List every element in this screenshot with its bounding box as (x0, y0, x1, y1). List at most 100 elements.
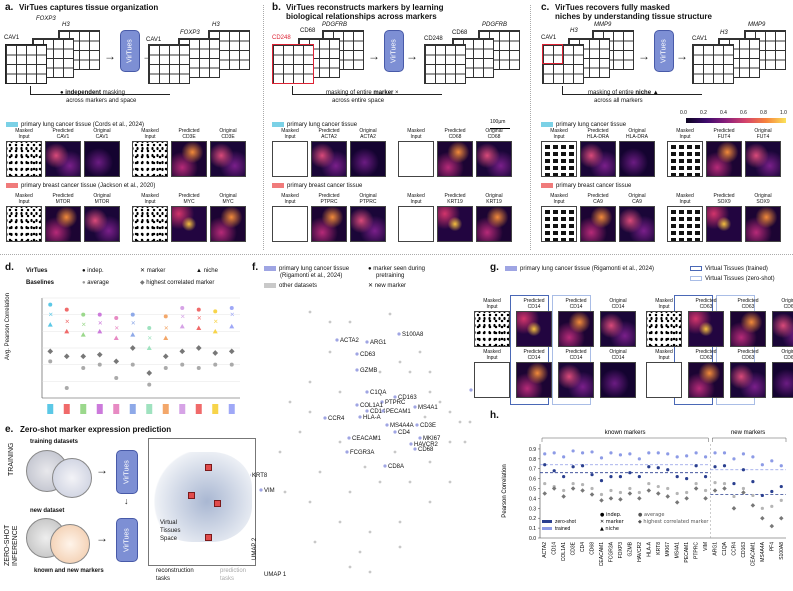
legend-row: Virtual Tissues (trained) (690, 266, 768, 273)
d-hcm-point (212, 350, 219, 356)
h-trained-point (637, 457, 641, 461)
original-image (600, 311, 636, 347)
umap-point (318, 470, 322, 474)
h-average-point (562, 488, 566, 493)
d-niche-point (196, 325, 202, 330)
umap-point (363, 465, 367, 469)
umap-marker-point (347, 436, 351, 440)
embedding-density (152, 452, 252, 542)
original-image (772, 362, 793, 398)
colorbar-tick: 0.0 (680, 110, 687, 116)
legend-swatch (272, 122, 284, 127)
umap-point (378, 480, 382, 484)
umap-marker-label: ARG1 (370, 340, 387, 346)
umap-point (308, 310, 312, 314)
h-hcm-point (674, 500, 680, 505)
umap-point (448, 480, 452, 484)
h-hcm-point (731, 506, 737, 511)
umap-point (338, 520, 342, 524)
predicted-image (171, 206, 207, 242)
masked-input-image (667, 141, 703, 177)
h-hcm-point (750, 503, 756, 508)
legend-row: primary lung cancer tissue (Rigamonti et… (505, 266, 654, 273)
predicted-image (730, 311, 766, 347)
masked-input-image (132, 206, 168, 242)
h-average-point (779, 498, 783, 502)
umap-marker-label: KRT8 (252, 473, 268, 479)
h-hcm-point (551, 486, 557, 491)
h-average-point (580, 482, 585, 487)
d-category-swatch (113, 404, 120, 414)
umap-marker-label: HLA-A (363, 415, 381, 421)
d-indep-point (130, 312, 135, 317)
predicted-image (311, 141, 347, 177)
umap-point (338, 390, 342, 394)
umap-marker-label: CCR4 (328, 416, 345, 422)
umap-marker-label: MKI67 (423, 436, 441, 442)
original-image (619, 206, 655, 242)
marker-label: H3 (62, 22, 70, 28)
h-trained-point (732, 457, 736, 461)
umap-point (308, 380, 312, 384)
h-trained-point (656, 451, 660, 455)
h-hcm-point (627, 491, 633, 496)
h-average-point (732, 494, 736, 499)
h-average-point (694, 481, 698, 486)
space-label: Space (160, 536, 178, 542)
h-average-point (628, 486, 632, 491)
h-trained-point (666, 452, 670, 456)
d-indep-point (147, 326, 152, 330)
marker-label: FOXP3 (180, 30, 200, 36)
h-category-label: FCGR3A (608, 541, 614, 562)
h-average-point (713, 480, 717, 485)
d-hcm-point (179, 348, 186, 355)
h-ylabel: Pearson Correlation (502, 464, 508, 517)
h-category-label: CD3E (571, 541, 577, 555)
legend-item: ◆ highest correlated marker (140, 280, 215, 286)
legend-swatch (690, 266, 702, 271)
umap-marker-point (409, 442, 413, 446)
d-indep-point (196, 307, 201, 312)
umap-marker-label: GZMB (360, 368, 377, 374)
marker-label: MMP9 (594, 22, 612, 28)
d-marker-point: ✕ (114, 326, 119, 332)
legend-row: Virtual Tissues (zero-shot) (690, 276, 775, 283)
umap-point (288, 400, 292, 404)
h-zero-shot-point (751, 480, 755, 484)
umap-marker-label: VIM (264, 488, 275, 494)
umap-marker-point (365, 340, 369, 344)
original-image (600, 362, 636, 398)
h-ytick-label: 0.6 (529, 477, 536, 483)
umap-marker-label: C1QA (370, 390, 386, 396)
colorbar-tick: 1.0 (780, 110, 787, 116)
predicted-image (706, 206, 742, 242)
h-zero-shot-point (599, 479, 604, 483)
tissue-sample-image (50, 524, 90, 564)
umap-point (283, 490, 287, 494)
panel-f-letter: f. (252, 262, 259, 273)
d-indep-point (213, 309, 218, 314)
h-hcm-point (712, 488, 718, 493)
marker-label: PDGFRB (482, 22, 508, 28)
h-trained-point (618, 453, 623, 457)
panel-d-letter: d. (5, 262, 14, 273)
d-average-point (114, 376, 119, 380)
h-zero-shot-point (618, 475, 623, 479)
umap-marker-label: CD68 (418, 447, 434, 453)
chart-d: ✕✕✕✕✕✕✕✕✕✕✕✕ (41, 297, 240, 414)
original-image (210, 206, 246, 242)
vt-trained-highlight (674, 295, 713, 405)
h-category-label: ARG1 (713, 542, 719, 556)
h-category-label: CEACAM1 (599, 542, 605, 566)
legend-row: primary breast cancer tissue (272, 183, 362, 190)
legend-item: ● indep. (82, 268, 104, 274)
umap-point (328, 350, 332, 354)
h-trained-point (647, 451, 651, 455)
umap-point (398, 360, 402, 364)
original-image (745, 141, 781, 177)
